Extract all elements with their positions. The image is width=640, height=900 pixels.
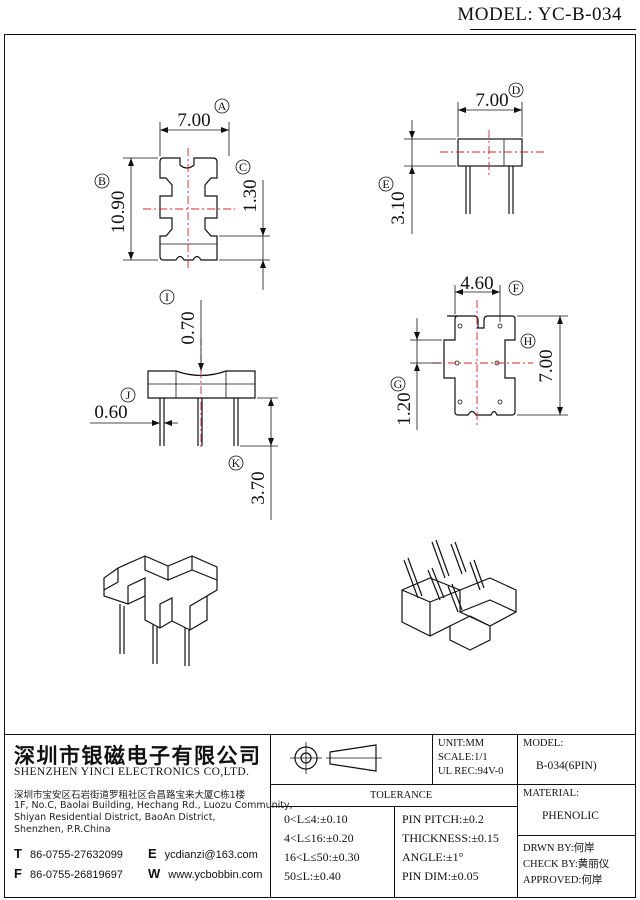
tag-e: E: [382, 177, 389, 191]
approved-by: APPROVED:何岸: [523, 875, 603, 886]
model-title: MODEL:: [523, 738, 564, 749]
title-block-divider: [270, 734, 272, 898]
address-en-line-3: Shenzhen, P.R.China: [14, 824, 111, 835]
title-block: [4, 734, 636, 898]
material-title: MATERIAL:: [523, 788, 579, 799]
tag-j: J: [126, 388, 131, 402]
dim-d-value: 7.00: [475, 90, 508, 111]
tag-h: H: [524, 334, 533, 348]
dim-h-value: 7.00: [536, 349, 557, 382]
tag-g: G: [394, 377, 403, 391]
tolerance-left-2: 4<L≤16:±0.20: [284, 831, 354, 845]
projection-symbol: [290, 742, 382, 774]
top-view: 7.00 A 10.90 B 1.30 C: [94, 98, 270, 290]
top-view-body: [159, 157, 218, 261]
company-name-en: SHENZHEN YINCI ELECTRONICS CO,LTD.: [14, 766, 250, 778]
title-block-divider: [517, 835, 636, 837]
dim-c-value: 1.30: [240, 179, 261, 212]
address-en-line-2: Shiyan Residential District, BaoAn Distr…: [14, 812, 216, 823]
model-header-rule: [470, 29, 636, 30]
tolerance-title: TOLERANCE: [370, 790, 433, 801]
company-name-cn: 深圳市银磁电子有限公司: [14, 743, 262, 768]
model-header: MODEL: YC-B-034: [457, 4, 622, 25]
address-cn: 深圳市宝安区石岩街道罗租社区合昌路宝来大厦C栋1楼: [14, 790, 246, 801]
unit: UNIT:MM: [438, 738, 485, 749]
dim-a-value: 7.00: [177, 110, 210, 131]
material-value: PHENOLIC: [542, 810, 599, 822]
title-block-divider: [270, 806, 517, 808]
tag-b: B: [98, 174, 106, 188]
scale: SCALE:1/1: [438, 752, 488, 763]
isometric-view-bottom: [401, 539, 517, 651]
tag-k: K: [232, 456, 241, 470]
tolerance-right-2: THICKNESS:±0.15: [402, 831, 499, 845]
tag-d: D: [512, 83, 521, 97]
title-block-divider: [432, 734, 434, 784]
tag-i: I: [165, 290, 169, 304]
tag-a: A: [218, 99, 227, 113]
tolerance-right-4: PIN DIM:±0.05: [402, 869, 479, 883]
dim-e-value: 3.10: [388, 191, 409, 224]
title-block-divider: [394, 806, 396, 898]
drawn-by: DRWN BY:何岸: [523, 843, 595, 854]
bottom-view: 4.60 F 7.00 H 1.20 G: [390, 273, 568, 430]
tag-c: C: [239, 160, 247, 174]
isometric-view-top: [103, 555, 218, 666]
tag-f: F: [513, 281, 520, 295]
tolerance-right-3: ANGLE:±1°: [402, 850, 464, 864]
title-block-divider: [270, 784, 517, 786]
tolerance-left-3: 16<L≤50:±0.30: [284, 850, 360, 864]
tolerance-left-4: 50≤L:±0.40: [284, 869, 341, 883]
drawing-frame: [4, 34, 636, 898]
dim-f-value: 4.60: [460, 273, 493, 294]
tolerance-right-1: PIN PITCH:±0.2: [402, 812, 484, 826]
front-view: 0.70 I 0.60 J 3.70 K: [90, 289, 278, 520]
dim-b-value: 10.90: [108, 191, 129, 234]
model-value: B-034(6PIN): [536, 760, 597, 772]
title-block-divider: [517, 734, 519, 898]
dim-g-value: 1.20: [394, 392, 415, 425]
address-en-line-1: 1F, No.C, Baolai Building, Hechang Rd., …: [14, 800, 293, 811]
checked-by: CHECK BY:黄丽仪: [523, 859, 610, 870]
tolerance-left-1: 0<L≤4:±0.10: [284, 812, 348, 826]
dim-i-value: 0.70: [178, 311, 199, 344]
dim-k-value: 3.70: [248, 471, 269, 504]
title-block-divider: [517, 784, 636, 786]
dim-j-value: 0.60: [94, 402, 127, 423]
side-view: 7.00 D 3.10 E: [378, 82, 545, 234]
ul-rec: UL REC:94V-0: [438, 766, 504, 777]
